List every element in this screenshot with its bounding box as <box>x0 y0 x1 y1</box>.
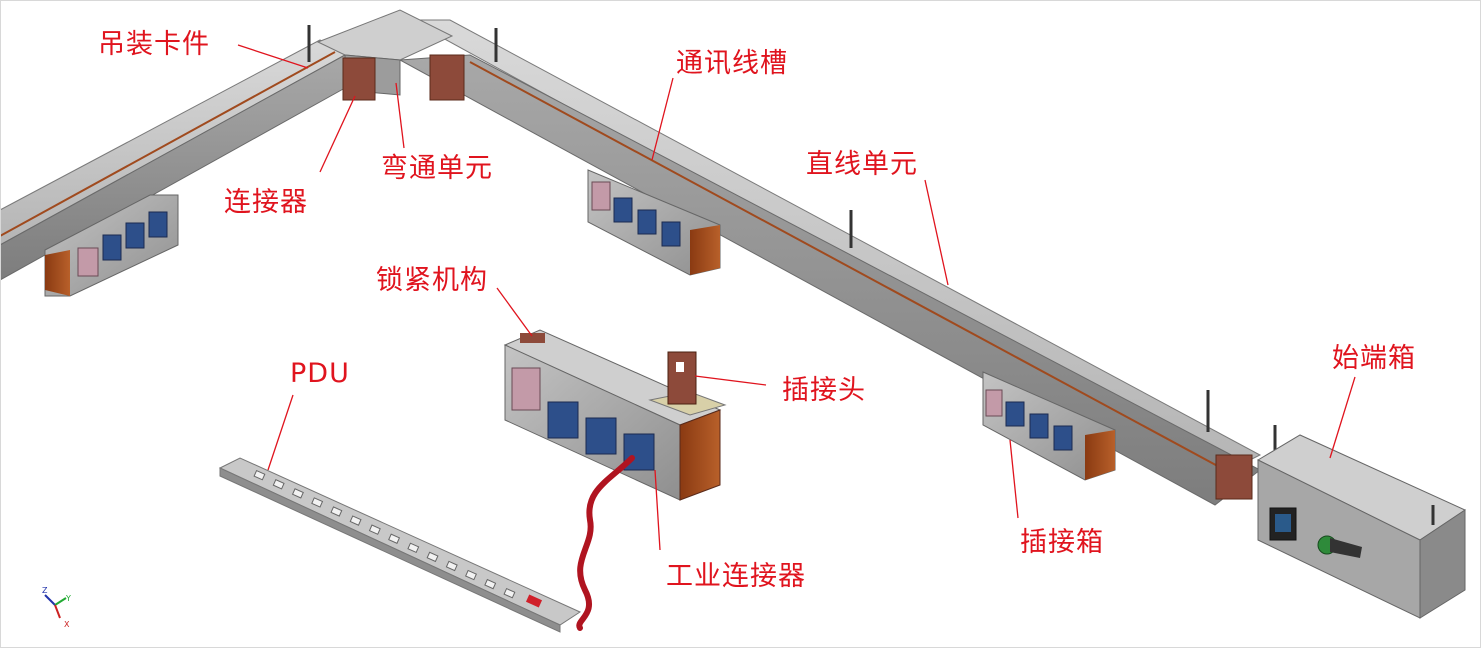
label-lock-mechanism: 锁紧机构 <box>376 265 488 296</box>
pdu-outlet <box>503 587 516 599</box>
label-bend-unit: 弯通单元 <box>381 153 493 184</box>
bend-connector-right <box>429 54 465 101</box>
axis-x-label: X <box>64 620 70 629</box>
left-run-copper-line <box>0 51 336 237</box>
axis-y-label: Y <box>65 594 71 603</box>
label-start-box: 始端箱 <box>1332 343 1416 374</box>
label-plug-head: 插接头 <box>782 375 866 406</box>
leader-lines <box>237 44 1356 551</box>
pdu-outlet <box>349 515 362 526</box>
leader-comm-trough <box>651 77 674 161</box>
right-run-copper-line <box>469 61 1226 471</box>
pdu-outlet <box>484 578 497 590</box>
leader-start-box <box>1329 376 1356 459</box>
label-connector: 连接器 <box>224 187 308 218</box>
label-straight-unit: 直线单元 <box>806 149 918 180</box>
axis-z-label: Z <box>42 586 48 595</box>
pdu-outlets <box>253 469 516 599</box>
pdu-outlet <box>253 469 266 481</box>
pdu-outlet <box>445 560 458 572</box>
leader-pdu <box>267 394 294 471</box>
plug-box-right <box>982 371 1116 481</box>
right-run-side-face <box>398 54 1261 506</box>
axes-triad: Z Y X <box>42 586 71 629</box>
bend-connector-left <box>342 57 376 101</box>
pdu-outlet <box>291 488 304 499</box>
bend-top <box>316 9 454 61</box>
label-industrial-connector: 工业连接器 <box>666 561 806 592</box>
red-cable <box>576 455 635 631</box>
pdu-outlet <box>272 479 285 490</box>
label-hanger-clip: 吊装卡件 <box>98 29 210 60</box>
leader-connector <box>319 95 356 173</box>
leader-lock-mechanism <box>496 287 533 337</box>
pdu-outlet <box>330 506 343 517</box>
plug-box-left <box>44 194 179 297</box>
leader-hanger-clip <box>237 44 309 69</box>
leader-straight-unit <box>924 179 949 286</box>
pdu-outlet <box>426 551 439 563</box>
label-plug-box: 插接箱 <box>1020 527 1104 558</box>
start-box-shape <box>1256 434 1467 619</box>
label-pdu: PDU <box>290 358 350 389</box>
leader-bend-unit <box>395 82 405 149</box>
leader-plug-head <box>694 375 767 386</box>
pdu-outlet <box>407 542 420 554</box>
leader-industrial-connector <box>654 469 661 551</box>
pdu-outlet <box>311 497 324 508</box>
pdu-outlet <box>388 533 401 544</box>
pdu-outlet <box>465 569 477 581</box>
plug-box-middle <box>587 169 721 276</box>
leader-plug-box <box>1009 439 1019 519</box>
pdu-outlet <box>368 524 381 535</box>
right-busway-run <box>398 19 1262 506</box>
bend-unit-shape <box>307 9 498 101</box>
end-connector <box>1215 454 1253 500</box>
detached-plug-box <box>503 329 727 501</box>
label-comm-trough: 通讯线槽 <box>676 48 788 79</box>
